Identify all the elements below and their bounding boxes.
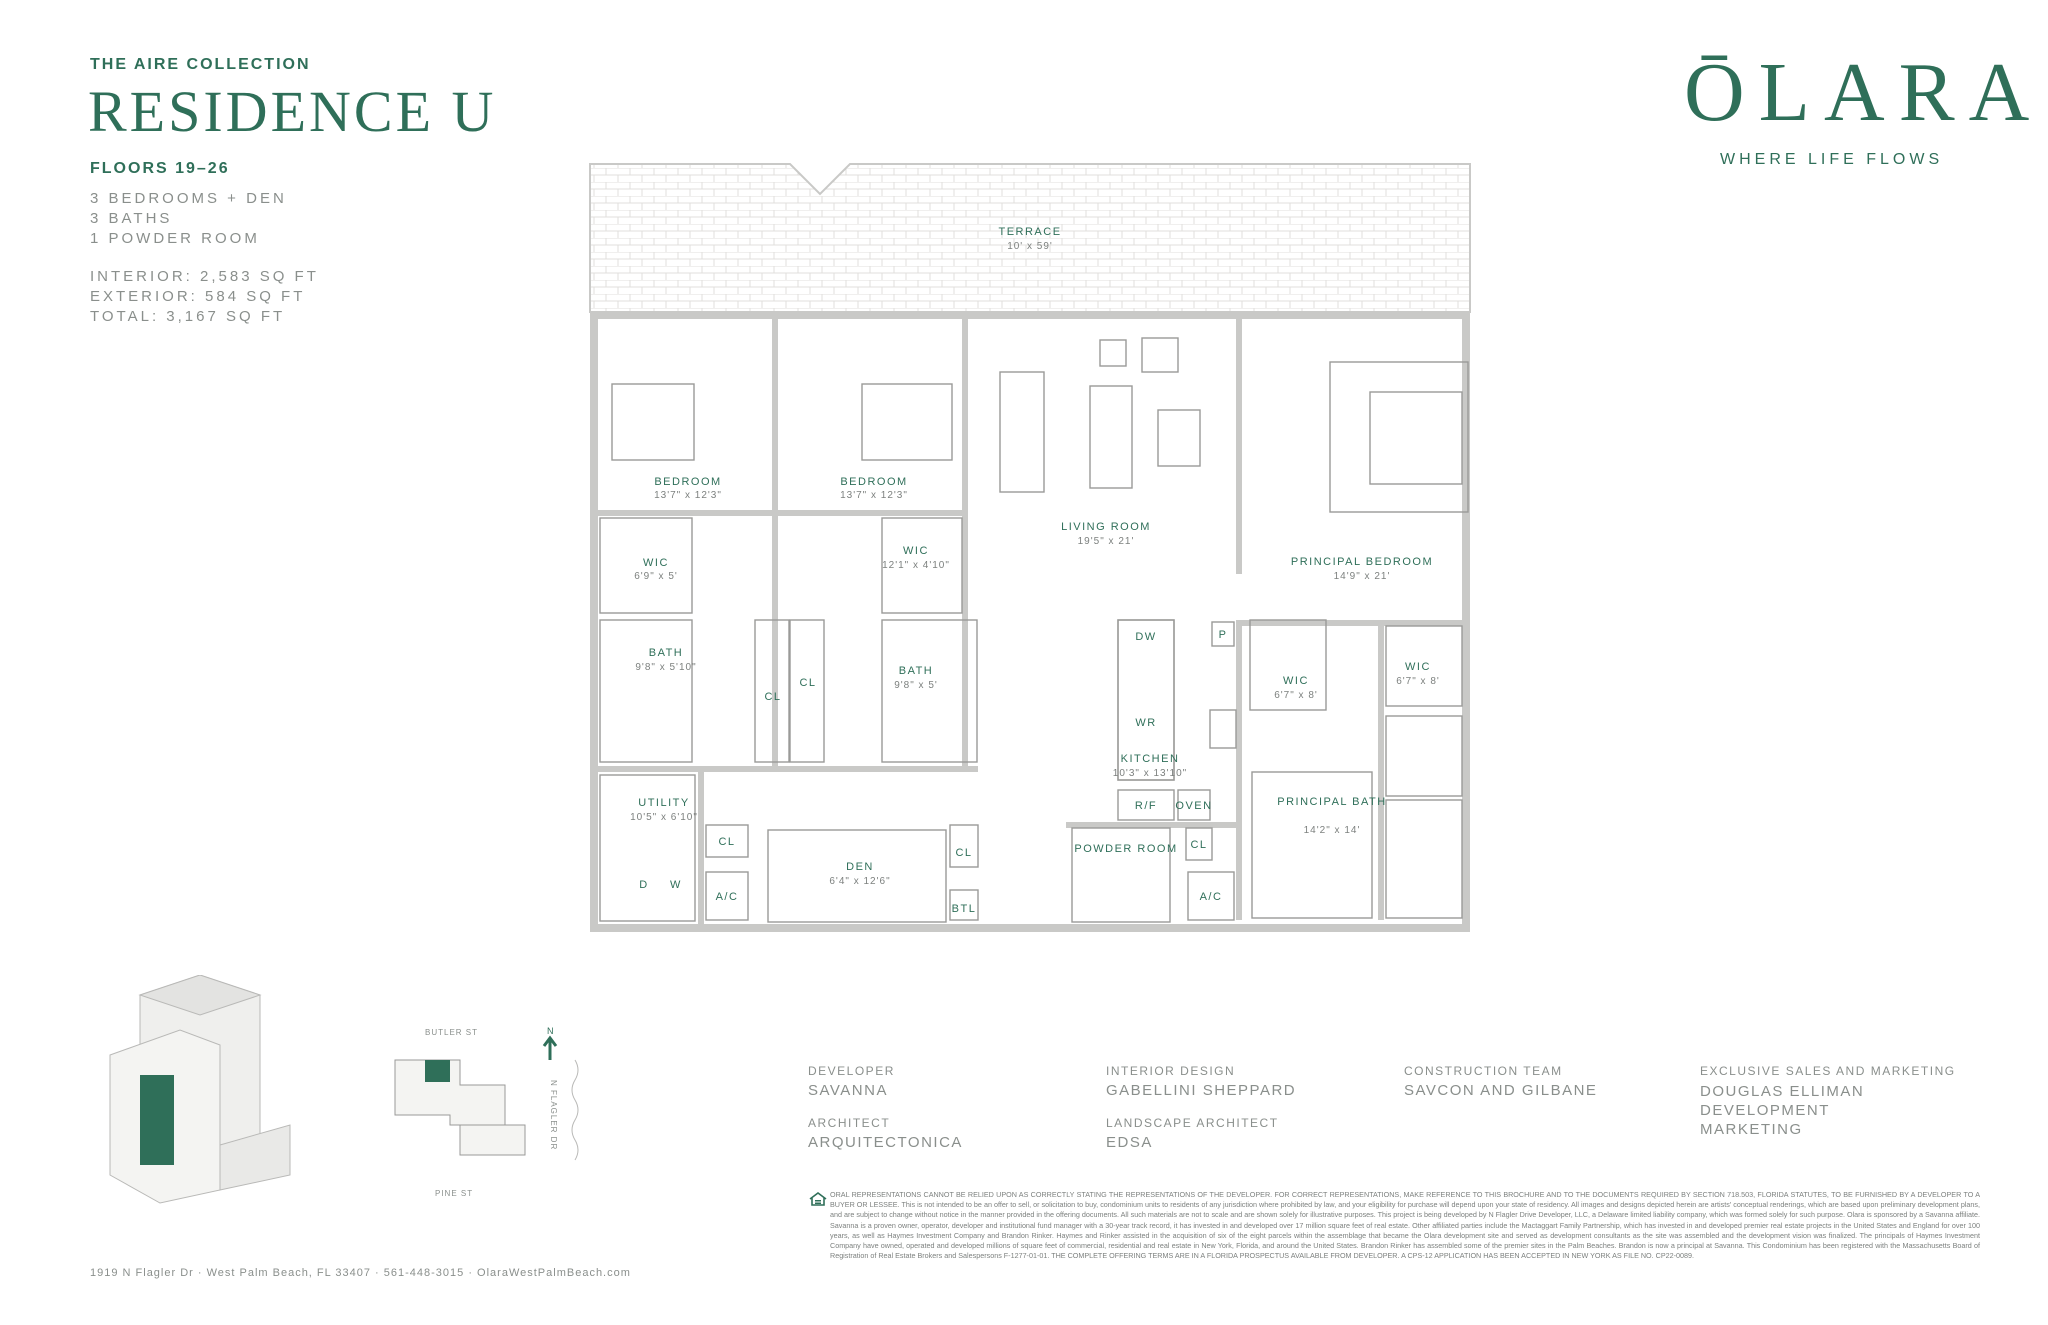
spec-baths: 3 BATHS xyxy=(90,210,173,227)
credit-value: SAVANNA xyxy=(808,1082,888,1099)
room-dims: 10'5" x 6'10" xyxy=(630,812,698,823)
area-total: TOTAL: 3,167 SQ FT xyxy=(90,308,286,325)
room-label: BEDROOM xyxy=(840,476,907,488)
room-dims: 10' x 59' xyxy=(1007,241,1053,252)
street-label: N FLAGLER DR xyxy=(549,1080,558,1150)
terrace-floor xyxy=(589,163,1471,313)
room-label: WIC xyxy=(643,557,669,569)
tag-ac: A/C xyxy=(1200,891,1223,903)
spec-powder: 1 POWDER ROOM xyxy=(90,230,260,247)
brand-tagline: WHERE LIFE FLOWS xyxy=(1720,151,1944,168)
wall-left xyxy=(590,312,598,932)
credit-value: EDSA xyxy=(1106,1134,1153,1151)
room-label: KITCHEN xyxy=(1121,753,1180,765)
wall-right xyxy=(1462,312,1470,932)
room-dims: 6'7" x 8' xyxy=(1396,676,1440,687)
building-illustration xyxy=(109,975,291,1204)
room-label: PRINCIPAL BEDROOM xyxy=(1291,556,1433,568)
room-label: UTILITY xyxy=(638,797,689,809)
wall-int xyxy=(598,766,978,772)
wall-int xyxy=(698,772,704,924)
site-highlight xyxy=(425,1060,450,1082)
street-label: BUTLER ST xyxy=(425,1028,478,1037)
room-dims: 6'4" x 12'6" xyxy=(829,876,890,887)
credit-value: GABELLINI SHEPPARD xyxy=(1106,1082,1297,1099)
area-exterior: EXTERIOR: 584 SQ FT xyxy=(90,288,306,305)
room-label: LIVING ROOM xyxy=(1061,521,1151,533)
wall-int xyxy=(598,510,778,516)
credit-heading: CONSTRUCTION TEAM xyxy=(1404,1064,1563,1078)
room-dims: 9'8" x 5' xyxy=(894,680,938,691)
wall-top xyxy=(590,312,1470,319)
tag-closet: CL xyxy=(718,836,735,848)
floors-label: FLOORS 19–26 xyxy=(90,160,230,177)
collection-label: THE AIRE COLLECTION xyxy=(90,56,311,73)
legal-disclaimer: ORAL REPRESENTATIONS CANNOT BE RELIED UP… xyxy=(830,1190,1980,1261)
credit-heading: DEVELOPER xyxy=(808,1064,895,1078)
tag-washer: W xyxy=(670,879,682,891)
room-dims: 6'7" x 8' xyxy=(1274,690,1318,701)
room-dims: 12'1" x 4'10" xyxy=(882,560,950,571)
wall-int xyxy=(1066,822,1242,828)
tag-dryer: D xyxy=(639,879,648,891)
wall-int xyxy=(1236,319,1242,574)
room-dims: 14'9" x 21' xyxy=(1334,571,1391,582)
room-label: DEN xyxy=(846,861,874,873)
tag-bottle: BTL xyxy=(952,903,977,915)
credit-value: DOUGLAS ELLIMAN DEVELOPMENT MARKETING xyxy=(1700,1083,1865,1138)
tag-ac: A/C xyxy=(716,891,739,903)
tag-closet: CL xyxy=(799,677,816,689)
room-dims: 10'3" x 13'10" xyxy=(1113,768,1187,779)
tag-closet: CL xyxy=(764,691,781,703)
wall-int xyxy=(962,319,968,769)
tag-closet: CL xyxy=(1190,839,1207,851)
site-map: BUTLER ST N N FLAGLER DR PINE ST xyxy=(394,1026,579,1198)
credit-heading: LANDSCAPE ARCHITECT xyxy=(1106,1116,1279,1130)
room-dims: 19'5" x 21' xyxy=(1078,536,1135,547)
room-label: BATH xyxy=(899,665,934,677)
wall-int xyxy=(772,319,778,769)
room-label: WIC xyxy=(1283,675,1309,687)
room-label: POWDER ROOM xyxy=(1074,843,1177,855)
wall-bottom xyxy=(590,924,1470,932)
olara-logo: ŌLARA xyxy=(1684,46,2044,139)
street-label: PINE ST xyxy=(435,1189,473,1198)
north-label: N xyxy=(547,1026,554,1036)
credit-value: SAVCON AND GILBANE xyxy=(1404,1082,1598,1099)
room-dims: 14'2" x 14' xyxy=(1304,825,1361,836)
room-label: BATH xyxy=(649,647,684,659)
wall-int xyxy=(1378,620,1384,920)
room-label: TERRACE xyxy=(998,226,1061,238)
room-label: BEDROOM xyxy=(654,476,721,488)
room-dims: 6'9" x 5' xyxy=(634,571,678,582)
tag-oven: OVEN xyxy=(1175,800,1212,812)
residence-title: RESIDENCE U xyxy=(88,79,497,144)
wall-int xyxy=(1242,620,1462,626)
room-label: PRINCIPAL BATH xyxy=(1277,796,1386,808)
tag-fridge: R/F xyxy=(1135,800,1157,812)
wall-int xyxy=(1236,620,1242,920)
north-arrow-icon xyxy=(542,1035,558,1060)
room-dims: 13'7" x 12'3" xyxy=(840,490,908,501)
credit-heading: EXCLUSIVE SALES AND MARKETING xyxy=(1700,1064,1956,1078)
tag-closet: CL xyxy=(955,847,972,859)
room-label: WIC xyxy=(903,545,929,557)
spec-bedrooms: 3 BEDROOMS + DEN xyxy=(90,190,287,207)
equal-housing-icon xyxy=(809,1192,827,1206)
footer-contact: 1919 N Flagler Dr · West Palm Beach, FL … xyxy=(90,1267,631,1279)
room-dims: 13'7" x 12'3" xyxy=(654,490,722,501)
credit-heading: INTERIOR DESIGN xyxy=(1106,1064,1236,1078)
area-interior: INTERIOR: 2,583 SQ FT xyxy=(90,268,319,285)
credit-value: ARQUITECTONICA xyxy=(808,1134,963,1151)
tag-wine: WR xyxy=(1135,717,1156,729)
tag-pantry: P xyxy=(1219,629,1228,641)
tag-dishwasher: DW xyxy=(1135,631,1156,643)
credit-heading: ARCHITECT xyxy=(808,1116,891,1130)
room-label: WIC xyxy=(1405,661,1431,673)
residence-highlight xyxy=(140,1075,174,1165)
room-dims: 9'8" x 5'10" xyxy=(635,662,696,673)
wall-int xyxy=(778,510,968,516)
